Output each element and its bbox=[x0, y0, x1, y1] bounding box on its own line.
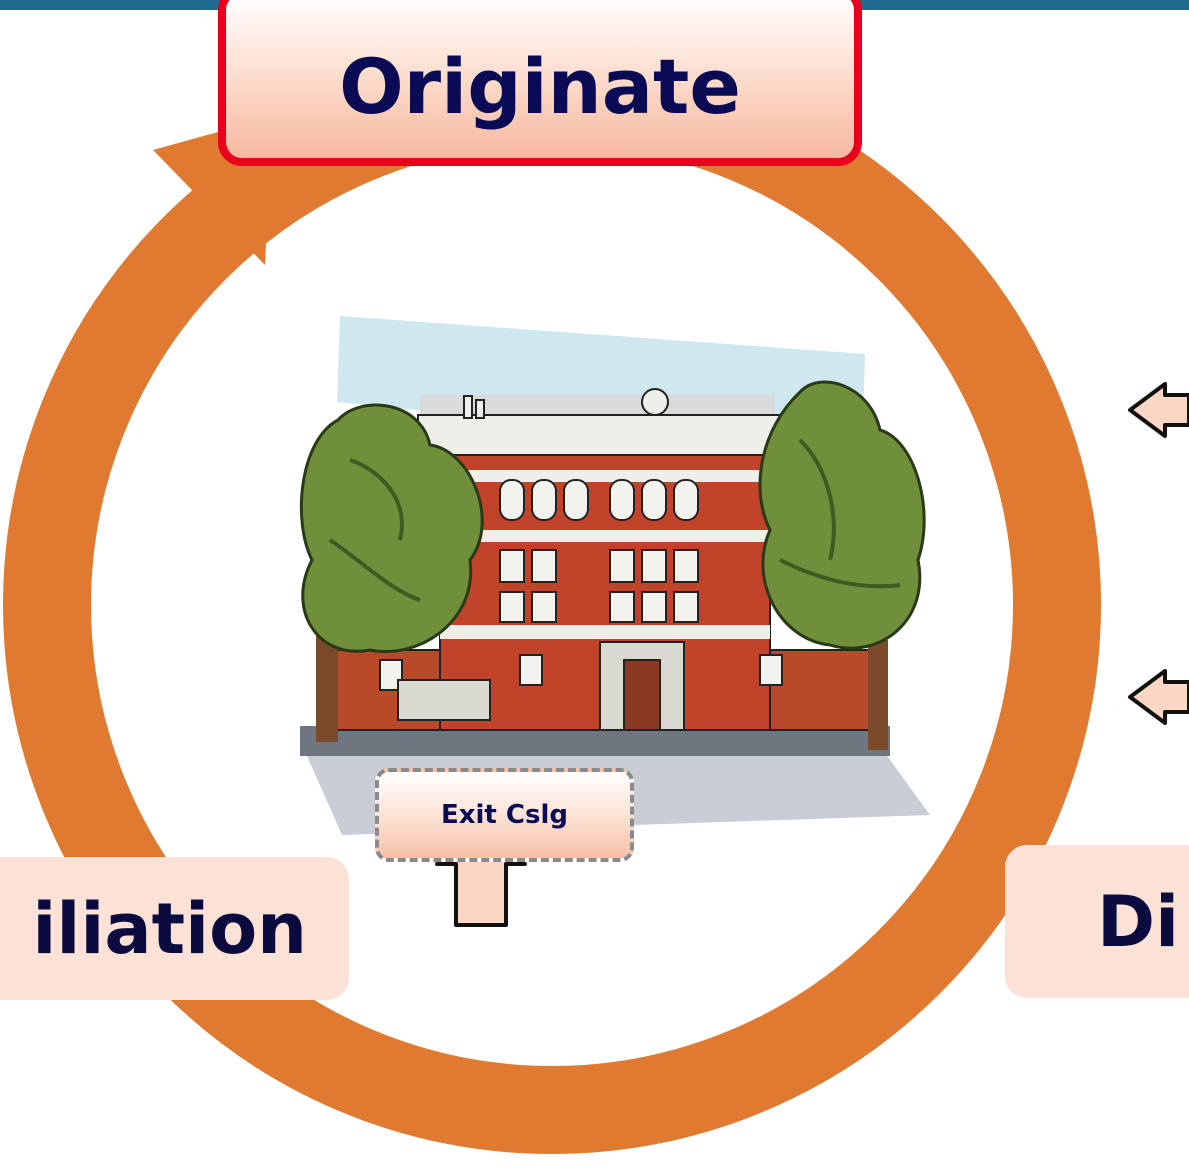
school-building-icon bbox=[299, 316, 930, 835]
disburse-node[interactable]: Di bbox=[1005, 845, 1189, 998]
left-arrow-icon bbox=[1128, 669, 1189, 725]
exit-counseling-label: Exit Cslg bbox=[440, 800, 568, 830]
originate-node[interactable]: Originate bbox=[218, 0, 862, 166]
reconciliation-node[interactable]: iliation bbox=[0, 857, 349, 1000]
reconciliation-label: iliation bbox=[32, 887, 307, 970]
originate-label: Originate bbox=[339, 41, 741, 131]
left-arrow-icon bbox=[1128, 382, 1189, 438]
disburse-label: Di bbox=[1097, 880, 1180, 963]
exit-counseling-node[interactable]: Exit Cslg bbox=[375, 768, 634, 862]
